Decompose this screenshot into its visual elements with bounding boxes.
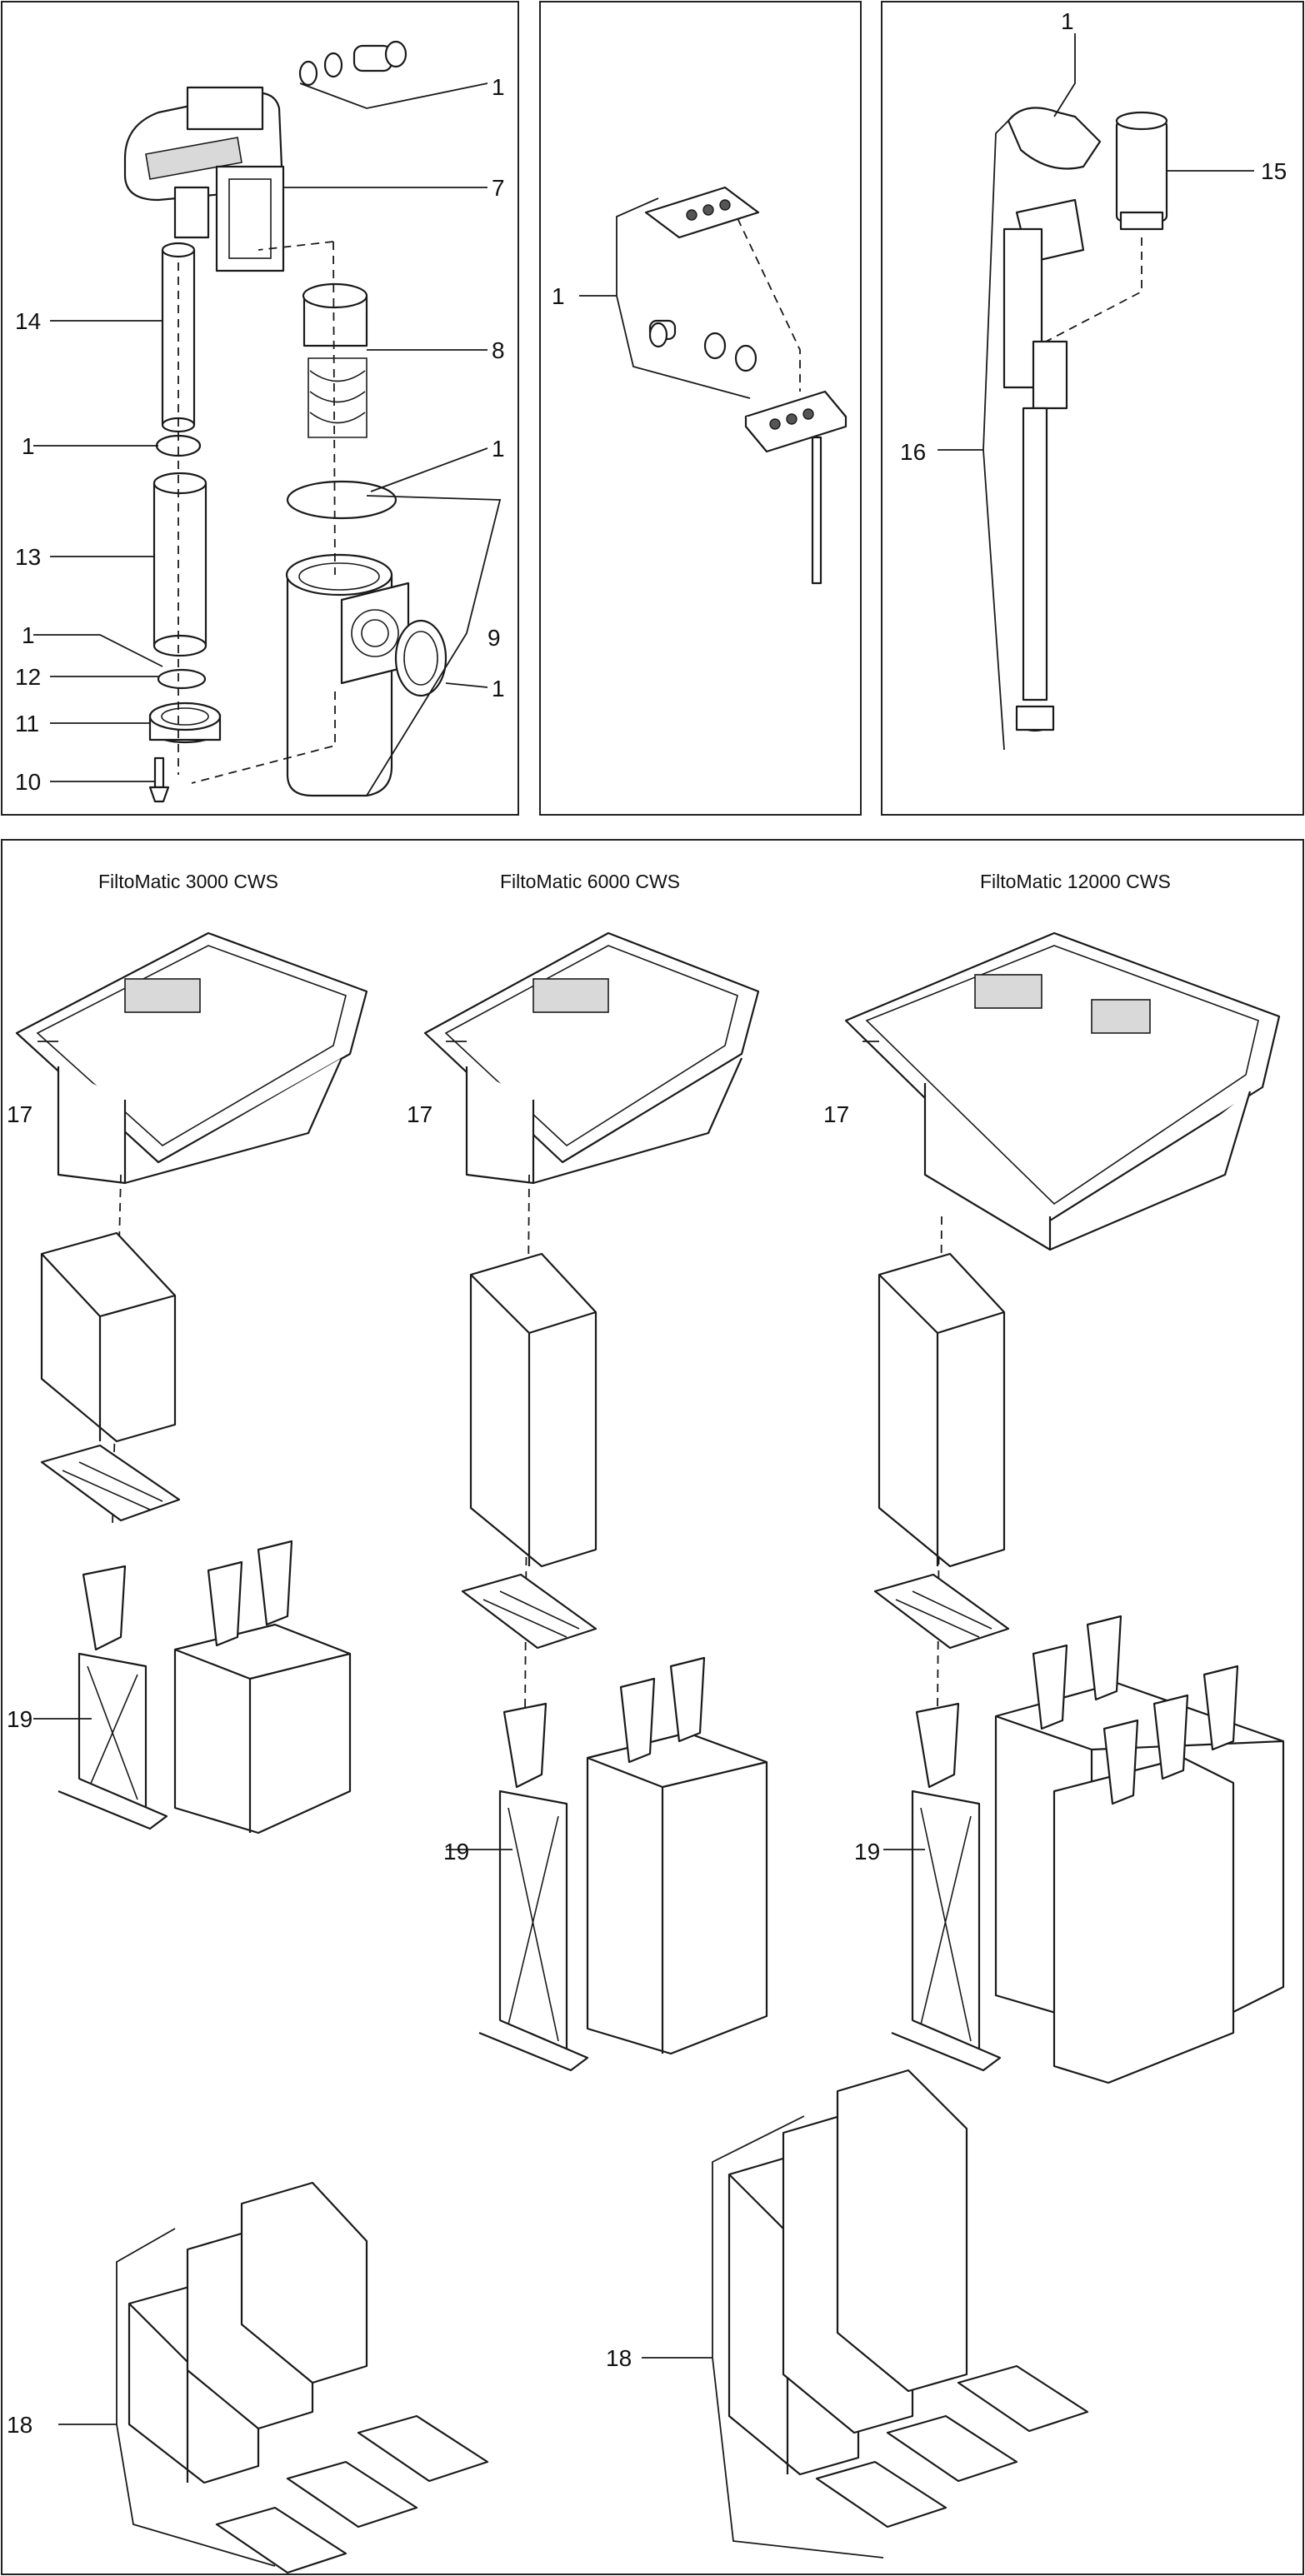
- part-bottom-grid-6000: [461, 1573, 598, 1650]
- panel-pipe-lamp: [881, 1, 1304, 816]
- leader-1-side: [445, 682, 488, 688]
- col-3000: [15, 931, 368, 1835]
- part-plate-top: [644, 186, 760, 239]
- callout-12: 12: [15, 664, 41, 690]
- col-12000: [844, 931, 1285, 2084]
- leader-18-left: [58, 2228, 276, 2567]
- panel-filter-housing: [1, 1, 519, 816]
- axis-line-housing: [191, 241, 336, 784]
- callout-1: 1: [492, 74, 505, 100]
- panel-filter-models: [1, 839, 1304, 2575]
- callout-7: 7: [492, 175, 505, 201]
- heading-filtomatic-3000: FiltoMatic 3000 CWS: [98, 871, 278, 892]
- leader-16: [938, 116, 1013, 751]
- axis-line-pipe: [1045, 237, 1142, 342]
- part-cassette-12000: [878, 1252, 1006, 1568]
- callout-19: 19: [443, 1839, 469, 1865]
- part-tray-17-6000: [423, 931, 760, 1185]
- leader-18-right: [642, 2115, 884, 2559]
- leader-1-clip: [1053, 33, 1076, 117]
- part-bottom-grid-3000: [40, 1444, 181, 1522]
- part-cassette-set-6000: [586, 1656, 768, 2055]
- callout-13: 13: [15, 544, 41, 570]
- leader-9: [366, 495, 502, 796]
- callout-9: 9: [488, 625, 501, 651]
- callout-17: 17: [407, 1101, 432, 1127]
- heading-filtomatic-6000: FiltoMatic 6000 CWS: [500, 871, 680, 892]
- callout-14: 14: [15, 308, 41, 334]
- part-lifter-19-6000: [478, 1702, 589, 2072]
- part-set-18-right: [642, 2069, 1089, 2559]
- leader-1-ring: [370, 447, 488, 492]
- col-6000: [423, 931, 768, 2072]
- panel-frame-c: [881, 1, 1304, 816]
- part-lifter-19-3000: [58, 1565, 168, 1830]
- part-lifter-19-12000: [891, 1702, 1002, 2072]
- part-tray-17-12000: [844, 931, 1281, 1251]
- part-tray-17-3000: [15, 931, 368, 1185]
- callout-10: 10: [15, 769, 41, 795]
- callout-1: 1: [552, 283, 565, 309]
- callout-17: 17: [7, 1101, 32, 1127]
- callout-18: 18: [606, 2345, 632, 2371]
- part-cassette-set-12000: [994, 1615, 1285, 2084]
- part-plate-bottom: [744, 390, 848, 585]
- callout-11: 11: [15, 711, 39, 736]
- heading-filtomatic-12000: FiltoMatic 12000 CWS: [980, 871, 1171, 892]
- callout-15: 15: [1261, 158, 1287, 184]
- callout-1: 1: [492, 436, 505, 462]
- callout-1: 1: [492, 676, 505, 701]
- panel-seal-plate: [539, 1, 862, 816]
- part-plate-seals: [648, 319, 758, 372]
- part-side-seal: [394, 619, 448, 697]
- part-cassette-6000: [469, 1252, 598, 1568]
- leader-1-plate: [579, 197, 751, 399]
- part-clip-cap: [1007, 107, 1102, 170]
- part-uv-lamp-15: [1115, 111, 1168, 231]
- part-nut-11: [148, 701, 222, 744]
- part-set-18-left: [58, 2181, 489, 2574]
- part-cassette-set-3000: [173, 1540, 352, 1835]
- leader-1-top: [299, 82, 488, 109]
- axis-line-plate: [737, 217, 801, 392]
- part-cassette-3000: [40, 1231, 177, 1443]
- callout-1: 1: [22, 433, 35, 459]
- callout-18: 18: [7, 2412, 32, 2438]
- part-o-ring-12: [157, 668, 207, 690]
- part-pipe-16: [1002, 198, 1085, 732]
- callout-17: 17: [823, 1101, 849, 1127]
- callout-19: 19: [7, 1706, 32, 1732]
- part-valve-lid: [123, 86, 285, 272]
- part-housing-9: [285, 553, 410, 797]
- callout-1: 1: [1061, 8, 1074, 34]
- callout-1: 1: [22, 622, 35, 648]
- part-top-fitting: [298, 40, 408, 87]
- part-cartridge-13: [152, 472, 208, 657]
- callout-8: 8: [492, 337, 505, 363]
- part-bottom-grid-12000: [873, 1573, 1010, 1650]
- part-o-ring-large: [286, 480, 398, 520]
- callout-19: 19: [854, 1839, 880, 1865]
- leader-1-low: [33, 634, 163, 667]
- part-basket-8: [302, 282, 368, 438]
- part-screw-10: [148, 756, 170, 803]
- callout-16: 16: [900, 439, 926, 465]
